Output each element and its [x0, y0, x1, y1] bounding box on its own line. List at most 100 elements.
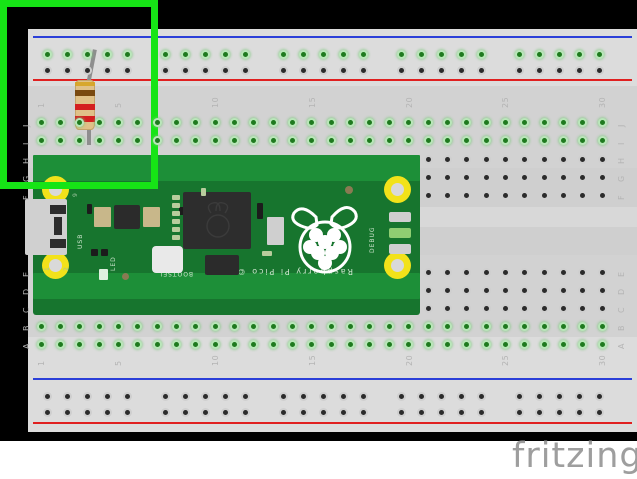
hole-J18[interactable] — [365, 117, 375, 127]
top-rail-hole-lower-6[interactable] — [160, 65, 170, 75]
hole-A3[interactable] — [75, 339, 85, 349]
hole-B17[interactable] — [346, 321, 356, 331]
hole-A21[interactable] — [423, 339, 433, 349]
bottom-rail-hole-upper-18[interactable] — [436, 391, 446, 401]
top-rail-hole-upper-1[interactable] — [42, 49, 52, 59]
hole-J6[interactable] — [133, 117, 143, 127]
bottom-rail-hole-lower-6[interactable] — [160, 407, 170, 417]
top-rail-hole-upper-19[interactable] — [456, 49, 466, 59]
hole-J3[interactable] — [75, 117, 85, 127]
hole-A30[interactable] — [597, 339, 607, 349]
bottom-rail-hole-lower-3[interactable] — [82, 407, 92, 417]
top-rail-hole-upper-2[interactable] — [62, 49, 72, 59]
top-rail-hole-lower-17[interactable] — [416, 65, 426, 75]
top-rail-hole-upper-12[interactable] — [298, 49, 308, 59]
hole-B24[interactable] — [481, 321, 491, 331]
hole-E28[interactable] — [558, 267, 568, 277]
hole-G21[interactable] — [423, 172, 433, 182]
hole-I24[interactable] — [481, 135, 491, 145]
hole-C24[interactable] — [481, 303, 491, 313]
bottom-rail-hole-upper-24[interactable] — [574, 391, 584, 401]
hole-I30[interactable] — [597, 135, 607, 145]
hole-B13[interactable] — [268, 321, 278, 331]
hole-I6[interactable] — [133, 135, 143, 145]
bottom-rail-hole-upper-16[interactable] — [396, 391, 406, 401]
bottom-rail-hole-upper-2[interactable] — [62, 391, 72, 401]
hole-B15[interactable] — [307, 321, 317, 331]
hole-A9[interactable] — [191, 339, 201, 349]
hole-J17[interactable] — [346, 117, 356, 127]
selection-highlight[interactable] — [0, 0, 158, 189]
bottom-rail-hole-lower-21[interactable] — [514, 407, 524, 417]
hole-B28[interactable] — [558, 321, 568, 331]
top-rail-hole-lower-2[interactable] — [62, 65, 72, 75]
hole-B2[interactable] — [55, 321, 65, 331]
hole-I19[interactable] — [384, 135, 394, 145]
top-rail-hole-lower-20[interactable] — [476, 65, 486, 75]
hole-B1[interactable] — [36, 321, 46, 331]
hole-I20[interactable] — [404, 135, 414, 145]
hole-B7[interactable] — [152, 321, 162, 331]
hole-I12[interactable] — [249, 135, 259, 145]
hole-G22[interactable] — [442, 172, 452, 182]
hole-B8[interactable] — [171, 321, 181, 331]
hole-B5[interactable] — [113, 321, 123, 331]
hole-E23[interactable] — [462, 267, 472, 277]
hole-J5[interactable] — [113, 117, 123, 127]
hole-D30[interactable] — [597, 285, 607, 295]
hole-J8[interactable] — [171, 117, 181, 127]
hole-B14[interactable] — [288, 321, 298, 331]
top-rail-hole-lower-11[interactable] — [278, 65, 288, 75]
hole-B20[interactable] — [404, 321, 414, 331]
hole-F27[interactable] — [539, 190, 549, 200]
hole-I22[interactable] — [442, 135, 452, 145]
bottom-rail-hole-lower-14[interactable] — [338, 407, 348, 417]
hole-I11[interactable] — [230, 135, 239, 145]
top-rail-hole-lower-21[interactable] — [514, 65, 524, 75]
hole-B26[interactable] — [520, 321, 530, 331]
hole-J15[interactable] — [307, 117, 317, 127]
hole-I1[interactable] — [36, 135, 46, 145]
hole-J23[interactable] — [462, 117, 472, 127]
hole-I2[interactable] — [55, 135, 65, 145]
bottom-rail-hole-upper-23[interactable] — [554, 391, 564, 401]
bottom-rail-hole-upper-8[interactable] — [200, 391, 210, 401]
top-rail-hole-lower-14[interactable] — [338, 65, 348, 75]
bottom-rail-hole-lower-19[interactable] — [456, 407, 466, 417]
top-rail-hole-upper-22[interactable] — [534, 49, 544, 59]
pico-top-header[interactable] — [33, 155, 420, 181]
hole-I28[interactable] — [558, 135, 568, 145]
hole-A6[interactable] — [133, 339, 143, 349]
hole-J29[interactable] — [578, 117, 588, 127]
bottom-rail-hole-upper-11[interactable] — [278, 391, 288, 401]
hole-I26[interactable] — [520, 135, 530, 145]
hole-I23[interactable] — [462, 135, 472, 145]
top-rail-hole-lower-10[interactable] — [240, 65, 250, 75]
top-rail-hole-lower-25[interactable] — [594, 65, 604, 75]
bottom-rail-hole-upper-19[interactable] — [456, 391, 466, 401]
hole-G25[interactable] — [500, 172, 510, 182]
top-rail-hole-upper-16[interactable] — [396, 49, 406, 59]
top-rail-hole-upper-18[interactable] — [436, 49, 446, 59]
hole-H23[interactable] — [462, 154, 472, 164]
bottom-rail-hole-upper-3[interactable] — [82, 391, 92, 401]
hole-J7[interactable] — [152, 117, 162, 127]
hole-A4[interactable] — [94, 339, 104, 349]
hole-B29[interactable] — [578, 321, 588, 331]
hole-A1[interactable] — [36, 339, 46, 349]
hole-A24[interactable] — [481, 339, 491, 349]
hole-B16[interactable] — [326, 321, 336, 331]
hole-I3[interactable] — [75, 135, 85, 145]
top-rail-hole-upper-23[interactable] — [554, 49, 564, 59]
hole-I13[interactable] — [268, 135, 278, 145]
hole-A16[interactable] — [326, 339, 336, 349]
bottom-rail-hole-lower-8[interactable] — [200, 407, 210, 417]
pico-bottom-header[interactable] — [33, 273, 420, 299]
hole-A19[interactable] — [384, 339, 394, 349]
hole-I9[interactable] — [191, 135, 201, 145]
hole-I16[interactable] — [326, 135, 336, 145]
hole-J4[interactable] — [94, 117, 104, 127]
hole-I27[interactable] — [539, 135, 549, 145]
hole-J19[interactable] — [384, 117, 394, 127]
